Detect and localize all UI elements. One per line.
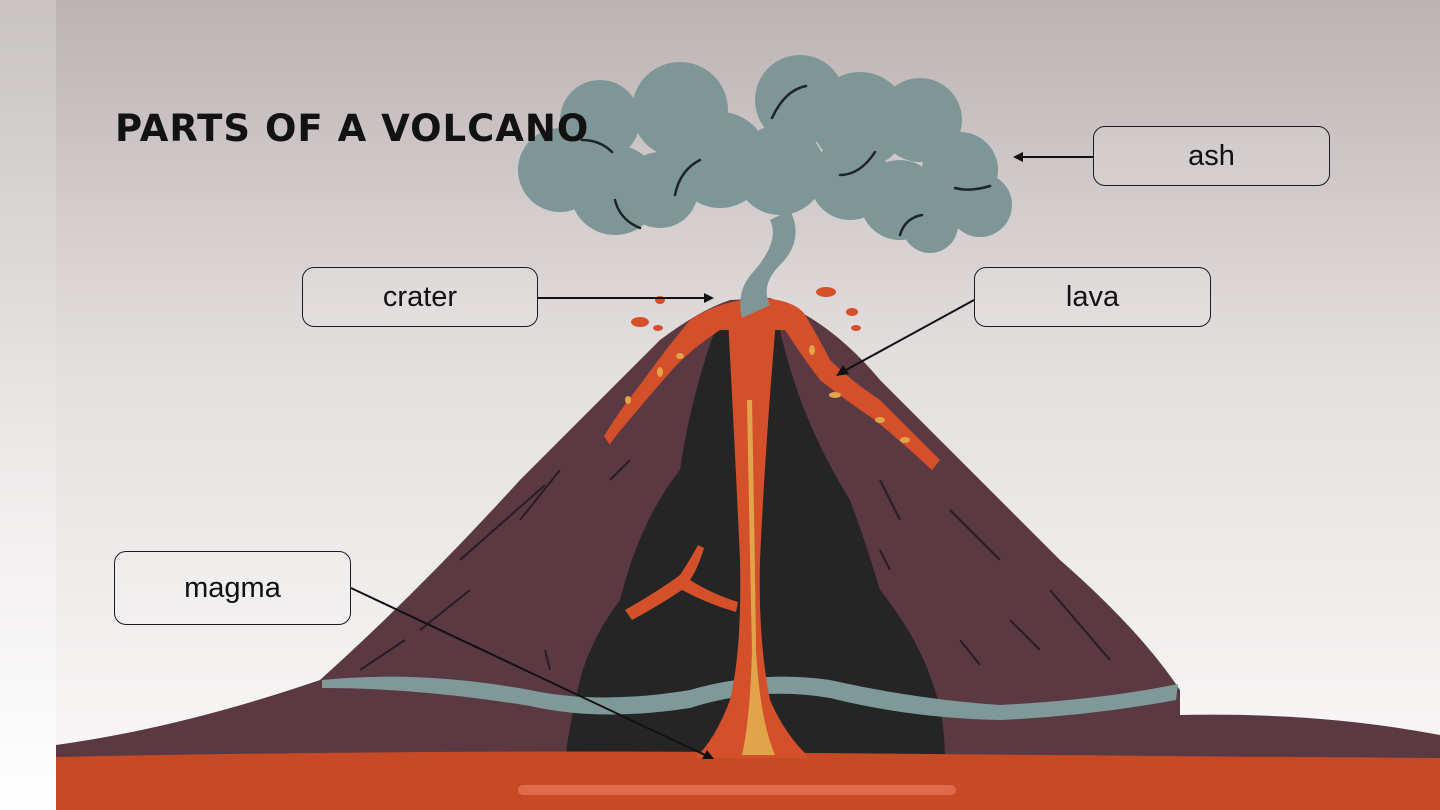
label-crater: crater [302, 267, 538, 327]
label-lava: lava [974, 267, 1211, 327]
label-magma: magma [114, 551, 351, 625]
ash-cloud [518, 55, 1012, 253]
label-ash: ash [1093, 126, 1330, 186]
progress-bar[interactable] [518, 785, 956, 795]
slide-margin [0, 0, 56, 810]
label-crater-text: crater [382, 280, 458, 313]
ground-hill-right [1180, 714, 1440, 770]
lava-flow [604, 298, 940, 470]
lava-branch [625, 545, 738, 620]
smoke-plume [740, 210, 796, 318]
label-magma-text: magma [184, 571, 281, 604]
page-title: PARTS OF A VOLCANO [115, 107, 590, 150]
ground-lava [56, 751, 1440, 810]
label-ash-text: ash [1188, 139, 1235, 172]
rock-layer [322, 676, 1178, 720]
label-lava-text: lava [1065, 280, 1120, 313]
lava-conduit-core [742, 400, 775, 755]
